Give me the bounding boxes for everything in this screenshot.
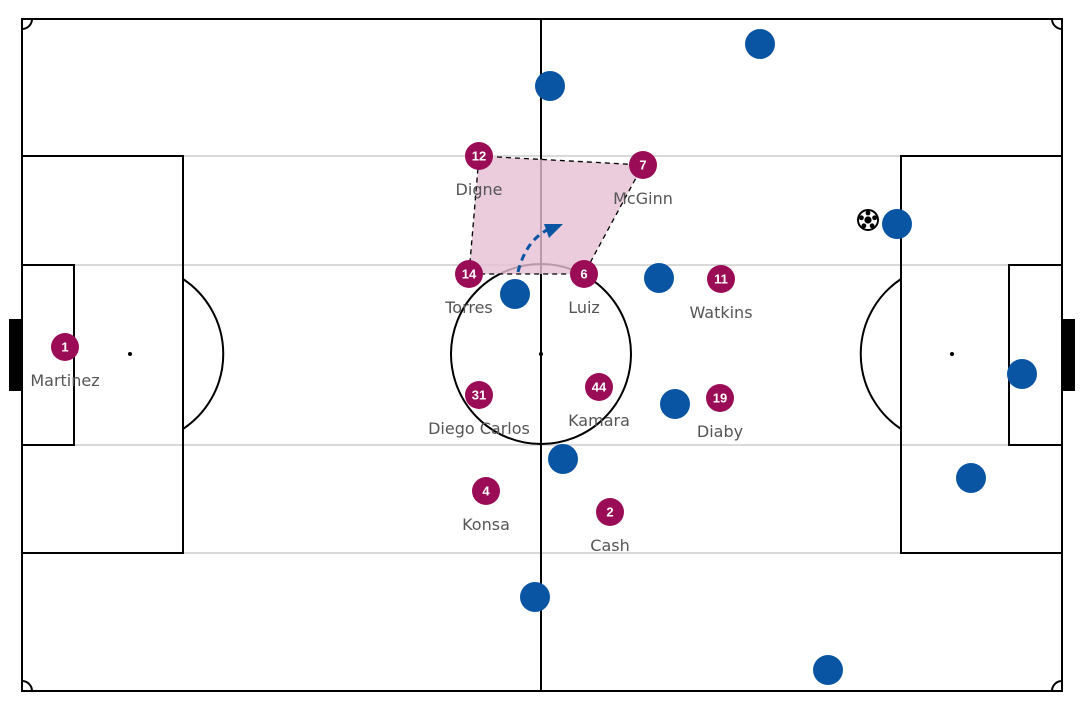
player-name: Diaby bbox=[697, 422, 743, 441]
player-marker bbox=[629, 151, 657, 179]
player-name: Cash bbox=[590, 536, 629, 555]
opponent-players bbox=[500, 29, 1037, 685]
left-goal bbox=[9, 319, 22, 391]
opponent-player-marker bbox=[882, 209, 912, 239]
player-marker bbox=[455, 260, 483, 288]
player-name: Martinez bbox=[30, 371, 99, 390]
right-penalty-spot bbox=[950, 352, 954, 356]
player-marker bbox=[472, 477, 500, 505]
player-number: 44 bbox=[592, 380, 607, 395]
player-marker bbox=[465, 142, 493, 170]
player-number: 12 bbox=[472, 149, 486, 164]
opponent-player-marker bbox=[660, 389, 690, 419]
player-marker bbox=[596, 498, 624, 526]
pitch-spots bbox=[9, 319, 1075, 391]
player-number: 14 bbox=[462, 267, 477, 282]
corner-arc-tl bbox=[21, 18, 33, 30]
right-penalty-area bbox=[900, 155, 1063, 554]
player-number: 6 bbox=[580, 267, 587, 282]
player-marker bbox=[706, 384, 734, 412]
player-name: McGinn bbox=[613, 189, 673, 208]
player-name: Luiz bbox=[568, 298, 600, 317]
player-number: 19 bbox=[713, 391, 727, 406]
team-players: 1Martinez12Digne7McGinn14Torres6Luiz11Wa… bbox=[30, 142, 753, 555]
opponent-player-marker bbox=[745, 29, 775, 59]
opponent-player-marker bbox=[520, 582, 550, 612]
player-name: Digne bbox=[456, 180, 503, 199]
player-name: Torres bbox=[444, 298, 493, 317]
opponent-player-marker bbox=[644, 263, 674, 293]
player-marker bbox=[707, 265, 735, 293]
player-marker bbox=[51, 333, 79, 361]
opponent-player-marker bbox=[1007, 359, 1037, 389]
centre-spot bbox=[539, 352, 543, 356]
left-penalty-area bbox=[21, 155, 184, 554]
corner-arc-tr bbox=[1051, 18, 1063, 30]
opponent-player-marker bbox=[535, 71, 565, 101]
player-marker bbox=[585, 373, 613, 401]
player-name: Konsa bbox=[462, 515, 510, 534]
left-penalty-arc bbox=[182, 278, 225, 430]
player-number: 1 bbox=[61, 340, 68, 355]
player-name: Kamara bbox=[568, 411, 630, 430]
player-name: Watkins bbox=[689, 303, 752, 322]
highlighted-zone bbox=[468, 155, 645, 275]
football-icon bbox=[857, 209, 879, 231]
player-marker bbox=[570, 260, 598, 288]
opponent-player-marker bbox=[813, 655, 843, 685]
corner-arc-br bbox=[1051, 680, 1063, 692]
left-penalty-spot bbox=[128, 352, 132, 356]
player-number: 11 bbox=[714, 272, 728, 287]
player-number: 7 bbox=[639, 158, 646, 173]
right-penalty-arc bbox=[859, 278, 902, 430]
opponent-player-marker bbox=[500, 279, 530, 309]
player-marker bbox=[465, 381, 493, 409]
right-six-yard-box bbox=[1008, 264, 1063, 446]
movement-arrow bbox=[516, 227, 550, 273]
player-name: Diego Carlos bbox=[428, 419, 530, 438]
opponent-player-marker bbox=[956, 463, 986, 493]
player-number: 4 bbox=[482, 484, 490, 499]
right-goal bbox=[1062, 319, 1075, 391]
player-number: 31 bbox=[472, 388, 486, 403]
opponent-player-marker bbox=[548, 444, 578, 474]
player-number: 2 bbox=[606, 505, 613, 520]
arrow-head-icon bbox=[544, 224, 563, 238]
corner-arc-bl bbox=[21, 680, 33, 692]
